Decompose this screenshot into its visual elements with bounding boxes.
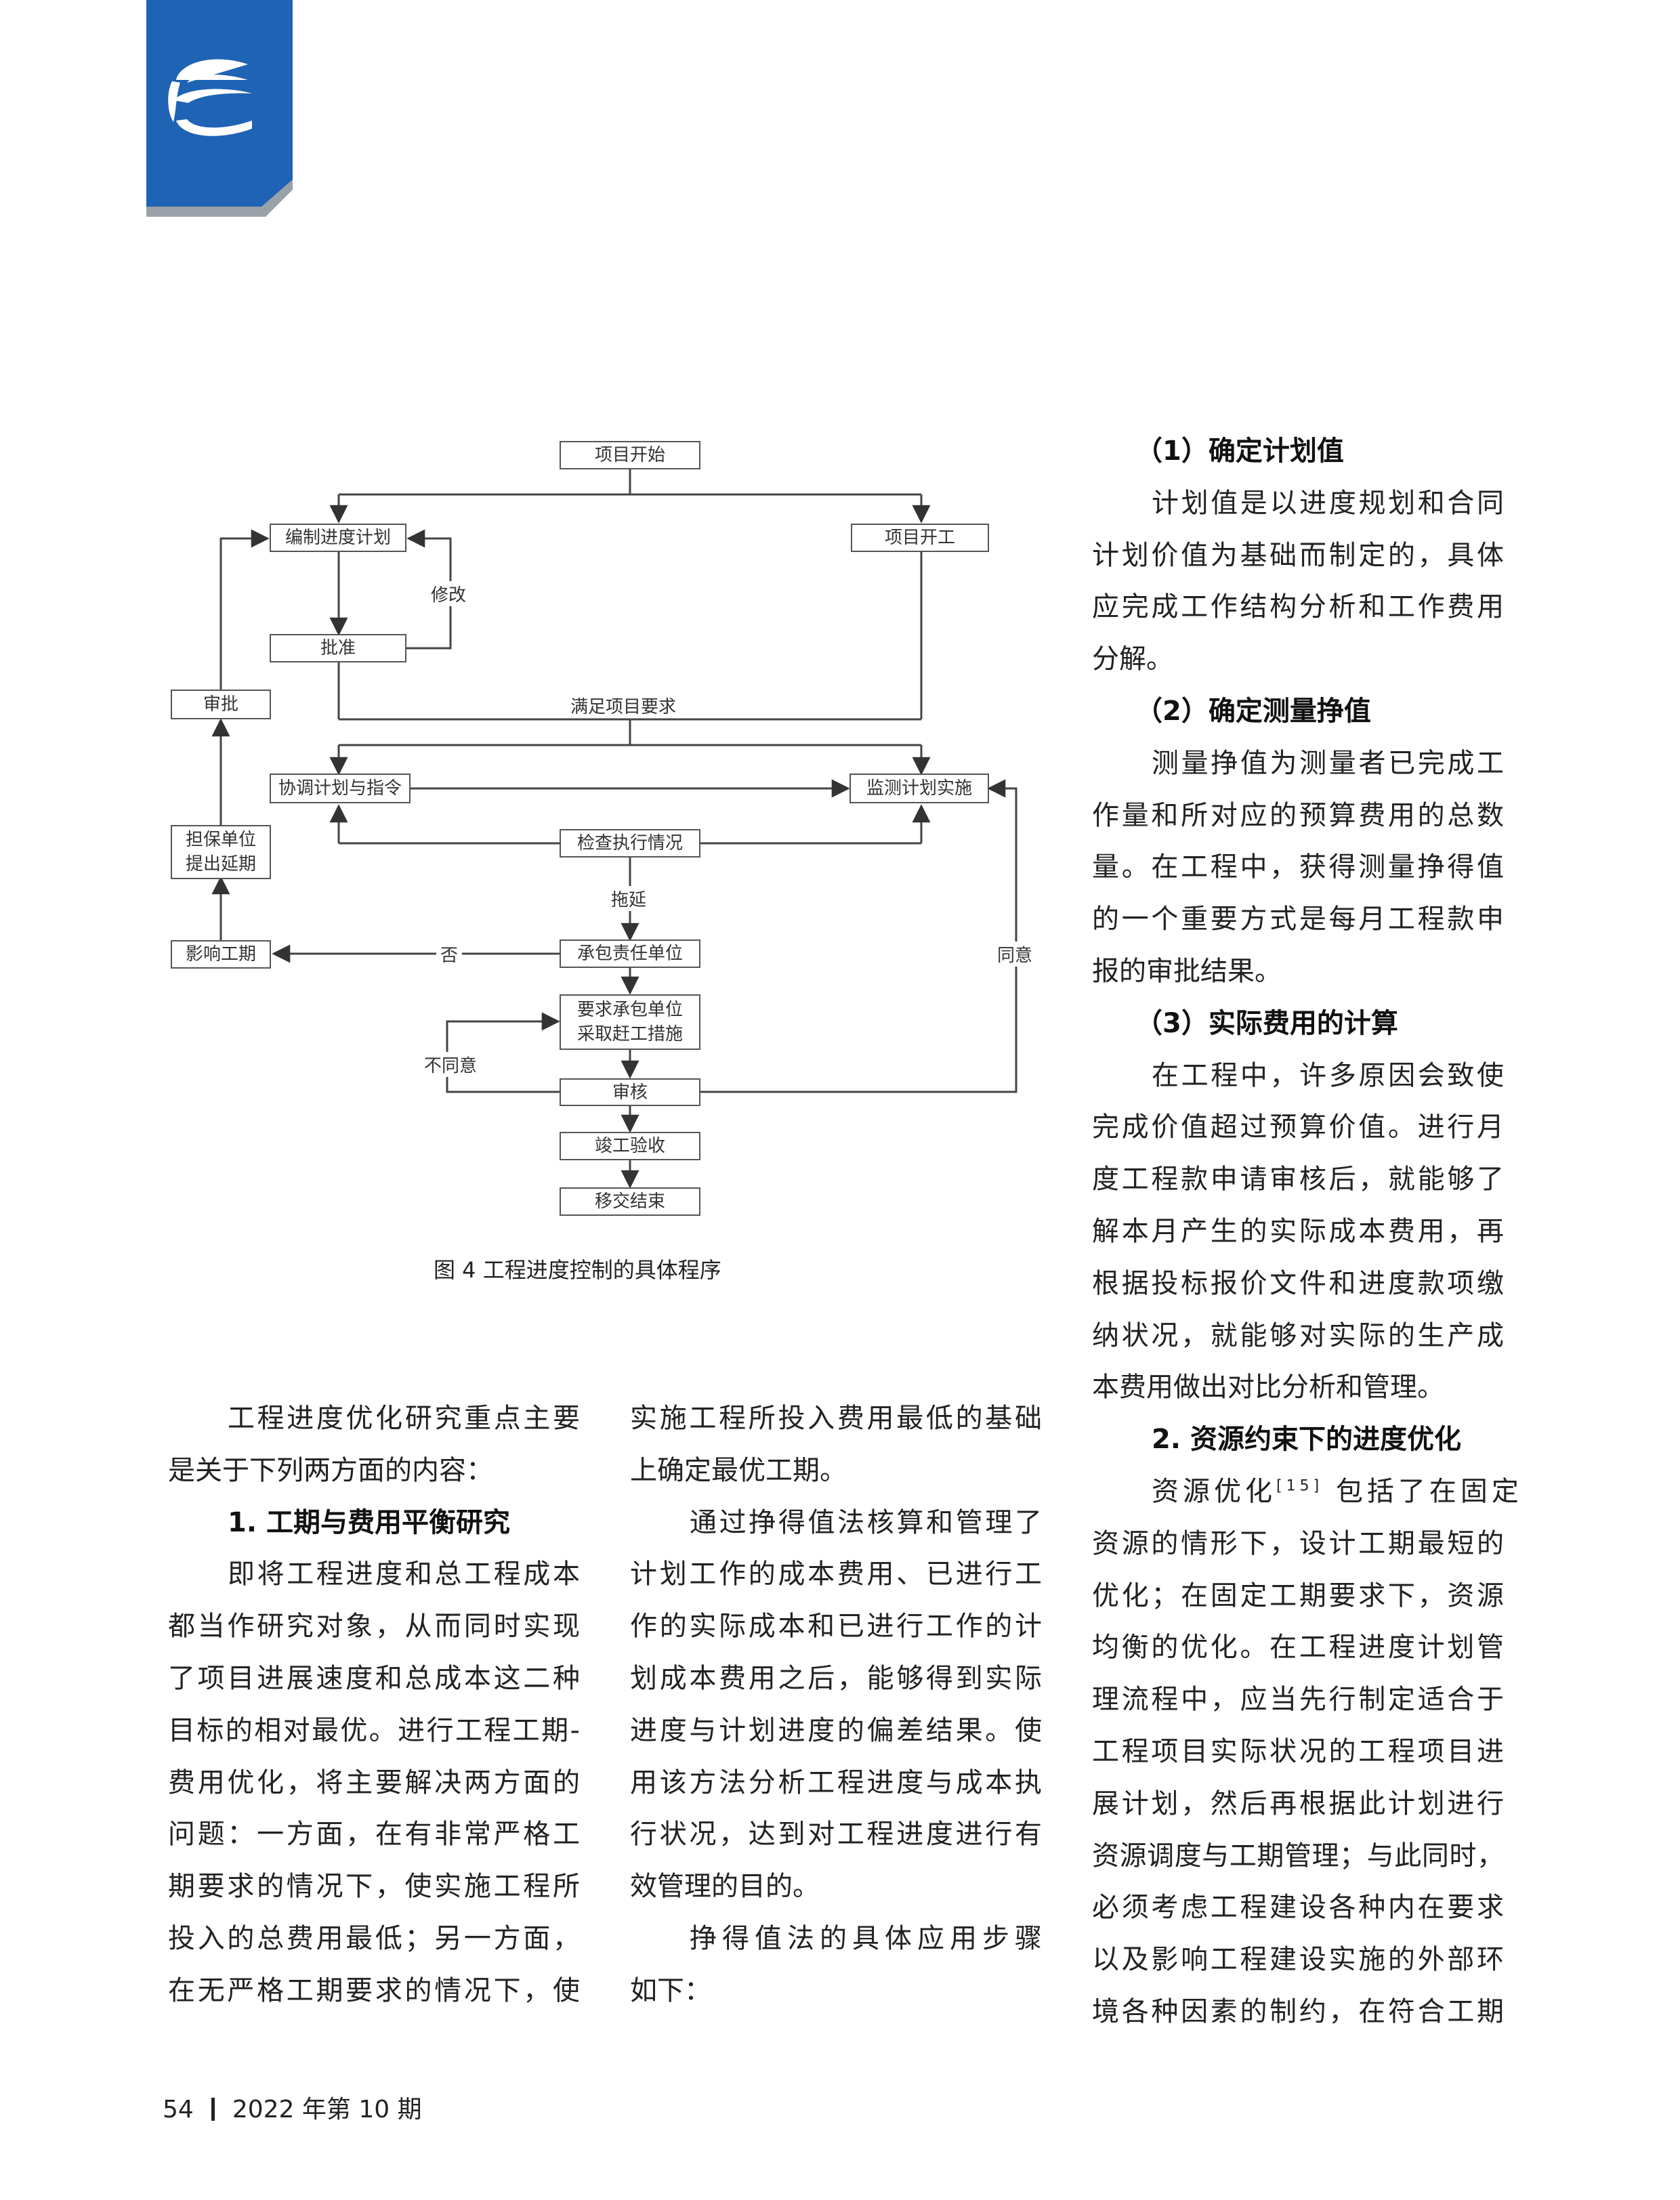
paragraph-line: 本费用做出对比分析和管理。 [1092,1372,1444,1403]
label-delay: 拖延 [607,886,651,911]
paragraph-line: 的一个重要方式是每月工程款申 [1092,904,1504,935]
paragraph-line: 了项目进展速度和总成本这二种 [168,1662,580,1694]
paragraph-line: 必须考虑工程建设各种内在要求 [1092,1892,1504,1924]
node-require-measures: 要求承包单位 采取赶工措施 [560,994,700,1050]
paragraph-line: 投入的总费用最低；另一方面， [168,1922,580,1954]
node-monitor: 监测计划实施 [849,774,989,803]
paragraph-line: 即将工程进度和总工程成本 [228,1559,580,1590]
paragraph-text: 资源优化 [1152,1475,1276,1507]
node-acceptance: 竣工验收 [560,1132,700,1160]
text-column-left: 工程进度优化研究重点主要 是关于下列两方面的内容： 1. 工期与费用平衡研究 即… [168,1393,580,2017]
paragraph-line: 计划工作的成本费用、已进行工 [630,1559,1042,1590]
paragraph-line: 费用优化，将主要解决两方面的 [168,1767,580,1798]
paragraph-line: 问题：一方面，在有非常严格工 [168,1819,580,1850]
node-guarantor: 担保单位 提出延期 [171,825,271,879]
paragraph-line: 工程进度优化研究重点主要 [228,1403,580,1434]
node-contractor: 承包责任单位 [560,939,700,968]
text-column-middle: 实施工程所投入费用最低的基础 上确定最优工期。 通过挣得值法核算和管理了 计划工… [630,1393,1042,2017]
page-number: 54 [163,2096,194,2123]
journal-logo: 中国工程咨询 [146,0,449,217]
paragraph-line: 解本月产生的实际成本费用，再 [1092,1215,1504,1247]
paragraph-line: 是关于下列两方面的内容： [168,1454,493,1486]
label-no: 否 [436,942,463,967]
issue-label: 2022 年第 10 期 [232,2096,422,2123]
node-project-commence: 项目开工 [851,524,989,552]
paragraph-line: 作量和所对应的预算费用的总数 [1092,799,1504,831]
paragraph-line: 境各种因素的制约，在符合工期 [1092,1995,1504,2027]
logo-shape-icon [146,0,293,217]
subsection-heading: （1）确定计划值 [1135,436,1344,467]
footer-divider [211,2098,215,2121]
section-heading: 2. 资源约束下的进度优化 [1152,1424,1461,1456]
label-agree: 同意 [993,942,1037,967]
node-compile-plan: 编制进度计划 [270,524,406,552]
node-coordinate: 协调计划与指令 [270,774,411,803]
paragraph-line: 应完成工作结构分析和工作费用 [1092,591,1504,623]
paragraph-line: 划成本费用之后，能够得到实际 [630,1662,1042,1694]
paragraph-line: 期要求的情况下，使实施工程所 [168,1871,580,1903]
node-impact: 影响工期 [171,940,271,969]
paragraph-line: 资源的情形下，设计工期最短的 [1092,1527,1504,1559]
paragraph-line: 目标的相对最优。进行工程工期- [168,1714,580,1746]
paragraph-line: 量。在工程中，获得测量挣得值 [1092,851,1504,883]
paragraph-line: 测量挣值为测量者已完成工 [1152,747,1504,779]
paragraph-line: 以及影响工程建设实施的外部环 [1092,1944,1504,1976]
node-approve: 批准 [270,634,406,662]
paragraph-line: 计划价值为基础而制定的，具体 [1092,539,1504,571]
paragraph-line: 分解。 [1092,643,1173,675]
paragraph-line: 进度与计划进度的偏差结果。使 [630,1714,1042,1746]
node-review-approve: 审批 [171,690,271,719]
paragraph-line: 报的审批结果。 [1092,955,1282,987]
node-handover: 移交结束 [560,1187,700,1216]
paragraph-line: 行状况，达到对工程进度进行有 [630,1819,1042,1850]
paragraph-line: 在工程中，许多原因会致使 [1152,1059,1504,1091]
paragraph-line: 如下： [630,1974,711,2006]
paragraph-line: 通过挣得值法核算和管理了 [690,1506,1042,1538]
label-modify: 修改 [427,581,471,606]
paragraph-line: 均衡的优化。在工程进度计划管 [1092,1632,1504,1664]
paragraph-line: 完成价值超过预算价值。进行月 [1092,1112,1504,1143]
text-column-right: （1）确定计划值 计划值是以进度规划和合同 计划价值为基础而制定的，具体 应完成… [1092,425,1519,2038]
paragraph-line: 工程项目实际状况的工程项目进 [1092,1735,1504,1767]
subsection-heading: （2）确定测量挣值 [1135,695,1371,727]
citation-ref: [15] [1276,1477,1324,1495]
page-footer: 54 2022 年第 10 期 [163,2090,422,2125]
paragraph-line: 资源调度与工期管理；与此同时， [1092,1840,1504,1871]
paragraph-line: 计划值是以进度规划和合同 [1152,487,1504,519]
logo-brand-text: 中国工程咨询 [306,148,449,176]
paragraph-line: 根据投标报价文件和进度款项缴 [1092,1267,1504,1299]
paragraph-line: 纳状况，就能够对实际的生产成 [1092,1319,1504,1351]
paragraph-line: 实施工程所投入费用最低的基础 [630,1403,1042,1434]
paragraph-line: 理流程中，应当先行制定适合于 [1092,1684,1504,1716]
node-audit: 审核 [560,1078,700,1106]
node-project-start: 项目开始 [560,441,700,469]
node-inspect: 检查执行情况 [560,829,700,858]
paragraph-line: 优化；在固定工期要求下，资源 [1092,1580,1504,1611]
paragraph-line: 上确定最优工期。 [630,1454,847,1486]
label-meets-requirements: 满足项目要求 [566,693,681,718]
paragraph-line: 挣得值法的具体应用步骤 [690,1922,1042,1954]
paragraph-line: 在无严格工期要求的情况下，使 [168,1974,580,2006]
label-disagree: 不同意 [420,1052,482,1077]
paragraph-line: 作的实际成本和已进行工作的计 [630,1611,1042,1643]
paragraph-line: 展计划，然后再根据此计划进行 [1092,1788,1504,1819]
paragraph-text: 包括了在固定 [1335,1475,1523,1507]
paragraph-line: 效管理的目的。 [630,1871,820,1903]
paragraph-line-with-citation: 资源优化[15] 包括了在固定 [1092,1466,1519,1518]
paragraph-line: 度工程款申请审核后，就能够了 [1092,1164,1504,1196]
figure-caption: 图 4 工程进度控制的具体程序 [434,1257,721,1283]
paragraph-line: 都当作研究对象，从而同时实现 [168,1611,580,1643]
subsection-heading: （3）实际费用的计算 [1135,1007,1398,1039]
section-heading: 1. 工期与费用平衡研究 [228,1506,510,1538]
paragraph-line: 用该方法分析工程进度与成本执 [630,1767,1042,1798]
